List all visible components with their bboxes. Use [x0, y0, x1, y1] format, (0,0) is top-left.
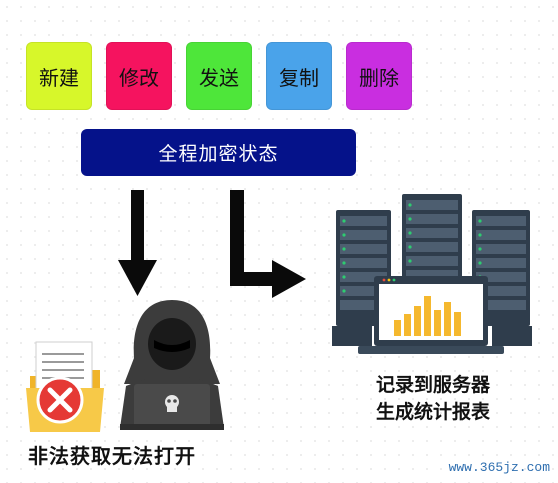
server-caption: 记录到服务器 生成统计报表	[358, 372, 508, 426]
blocked-folder-icon	[26, 341, 104, 432]
edit-button[interactable]: 修改	[106, 42, 172, 110]
delete-button[interactable]: 删除	[346, 42, 412, 110]
encryption-status-bar: 全程加密状态	[81, 129, 356, 176]
hacker-caption: 非法获取无法打开	[28, 444, 196, 468]
server-caption-line2: 生成统计报表	[375, 401, 490, 423]
server-caption-line1: 记录到服务器	[375, 374, 490, 396]
hacker-icon	[120, 300, 224, 430]
new-button[interactable]: 新建	[26, 42, 92, 110]
server-icon	[332, 194, 532, 354]
arrow-down-icon	[118, 190, 157, 296]
copy-button[interactable]: 复制	[266, 42, 332, 110]
send-button[interactable]: 发送	[186, 42, 252, 110]
arrow-right-icon	[230, 190, 306, 298]
watermark: www.365jz.com	[448, 460, 550, 475]
